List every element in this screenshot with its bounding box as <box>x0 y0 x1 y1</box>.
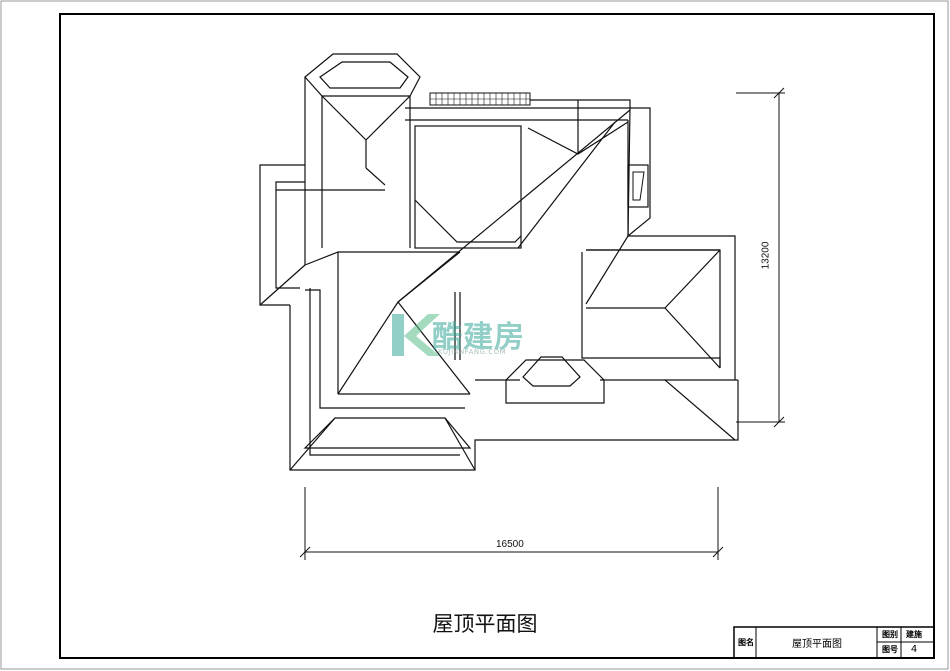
drawing-caption: 屋顶平面图 <box>432 612 538 636</box>
title-block-grid <box>733 626 935 659</box>
dimension-depth-label: 13200 <box>760 241 772 270</box>
title-category-label: 图别 <box>882 630 898 639</box>
watermark-brand: 酷建房 <box>432 320 525 355</box>
roof-plan <box>259 53 739 471</box>
title-name-value: 屋顶平面图 <box>792 639 842 650</box>
title-name-label: 图名 <box>738 638 754 647</box>
dimension-vertical <box>736 87 785 428</box>
front-bay <box>505 359 605 404</box>
courtyard-left <box>414 125 522 249</box>
watermark: 酷建房 KUJIANFANG.COM <box>388 308 568 364</box>
title-number-label: 图号 <box>882 645 898 654</box>
title-number-value: 4 <box>910 644 918 655</box>
dimension-width-label: 16500 <box>496 539 524 550</box>
drawing-frame <box>59 13 935 659</box>
tower-cap-inner <box>319 61 409 89</box>
title-category-value: 建施 <box>906 630 922 639</box>
title-block: 图名 屋顶平面图 图别 建施 图号 4 <box>734 627 934 658</box>
dimension-horizontal <box>299 487 724 560</box>
watermark-logo-icon <box>392 314 440 356</box>
chimney <box>627 164 649 208</box>
watermark-url: KUJIANFANG.COM <box>438 348 507 356</box>
